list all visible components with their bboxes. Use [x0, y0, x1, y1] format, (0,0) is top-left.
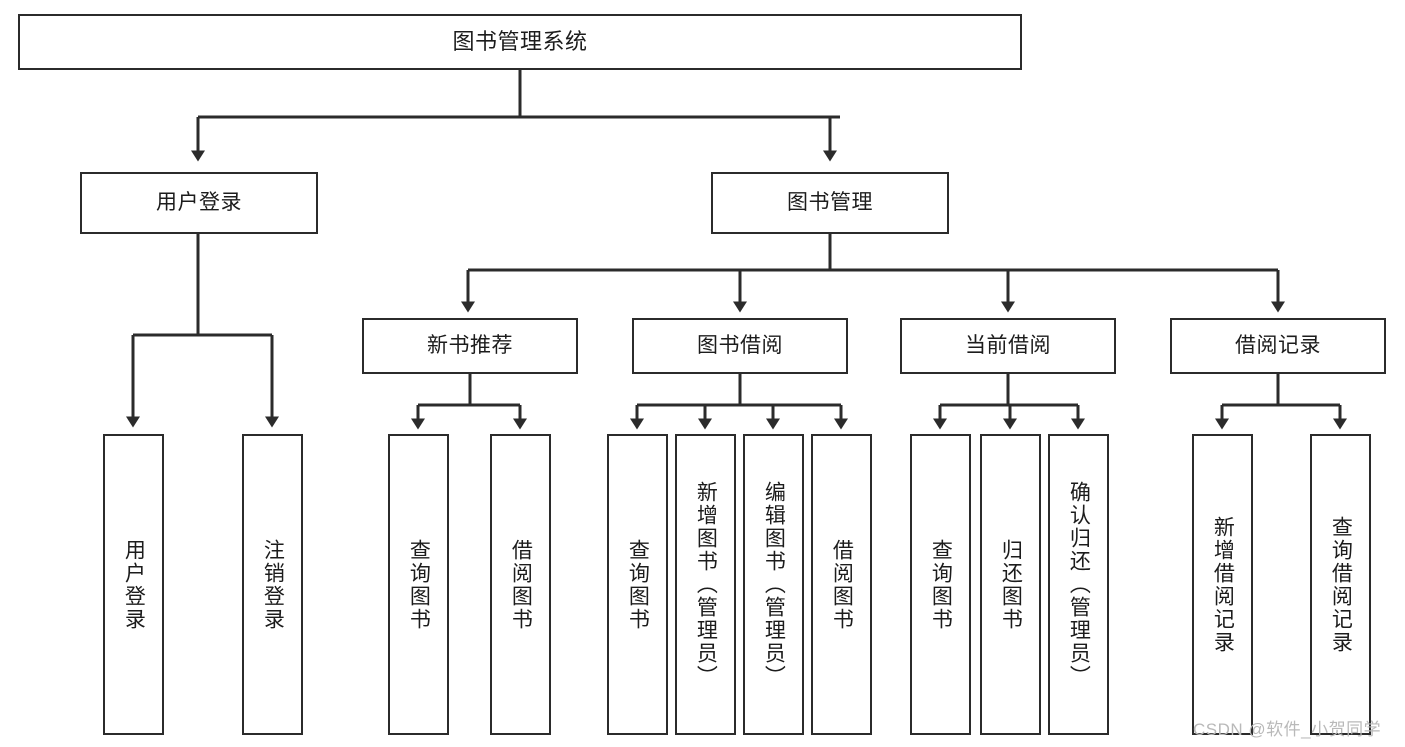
- leaf-user-login-login-label: 用户登录: [122, 538, 146, 631]
- leaf-current-borrow-return-label: 归还图书: [999, 538, 1023, 631]
- leaf-book-borrow-borrow[interactable]: 借阅图书: [811, 434, 872, 735]
- node-book-borrow-label: 图书借阅: [697, 334, 783, 358]
- node-book-management-label: 图书管理: [787, 191, 873, 215]
- leaf-new-book-query-label: 查询图书: [407, 538, 431, 631]
- node-new-book-recommend-label: 新书推荐: [427, 334, 513, 358]
- node-user-login[interactable]: 用户登录: [80, 172, 318, 234]
- node-borrow-record-label: 借阅记录: [1235, 334, 1321, 358]
- node-current-borrow[interactable]: 当前借阅: [900, 318, 1116, 374]
- leaf-current-borrow-return[interactable]: 归还图书: [980, 434, 1041, 735]
- node-book-management[interactable]: 图书管理: [711, 172, 949, 234]
- leaf-user-login-login[interactable]: 用户登录: [103, 434, 164, 735]
- node-root-system-label: 图书管理系统: [452, 28, 588, 54]
- leaf-book-borrow-add[interactable]: 新增图书（管理员）: [675, 434, 736, 735]
- leaf-user-login-logout-label: 注销登录: [261, 538, 285, 631]
- node-borrow-record[interactable]: 借阅记录: [1170, 318, 1386, 374]
- leaf-current-borrow-query[interactable]: 查询图书: [910, 434, 971, 735]
- leaf-borrow-record-query-label: 查询借阅记录: [1329, 515, 1353, 654]
- node-current-borrow-label: 当前借阅: [965, 334, 1051, 358]
- leaf-book-borrow-edit-label: 编辑图书（管理员）: [762, 481, 786, 688]
- leaf-new-book-query[interactable]: 查询图书: [388, 434, 449, 735]
- node-new-book-recommend[interactable]: 新书推荐: [362, 318, 578, 374]
- leaf-borrow-record-add-label: 新增借阅记录: [1211, 515, 1235, 654]
- leaf-book-borrow-borrow-label: 借阅图书: [830, 538, 854, 631]
- leaf-current-borrow-confirm[interactable]: 确认归还（管理员）: [1048, 434, 1109, 735]
- leaf-borrow-record-add[interactable]: 新增借阅记录: [1192, 434, 1253, 735]
- leaf-borrow-record-query[interactable]: 查询借阅记录: [1310, 434, 1371, 735]
- leaf-book-borrow-edit[interactable]: 编辑图书（管理员）: [743, 434, 804, 735]
- node-user-login-label: 用户登录: [156, 191, 242, 215]
- leaf-book-borrow-query[interactable]: 查询图书: [607, 434, 668, 735]
- leaf-new-book-borrow[interactable]: 借阅图书: [490, 434, 551, 735]
- node-book-borrow[interactable]: 图书借阅: [632, 318, 848, 374]
- leaf-new-book-borrow-label: 借阅图书: [509, 538, 533, 631]
- node-root-system[interactable]: 图书管理系统: [18, 14, 1022, 70]
- leaf-current-borrow-confirm-label: 确认归还（管理员）: [1067, 481, 1091, 688]
- leaf-user-login-logout[interactable]: 注销登录: [242, 434, 303, 735]
- leaf-book-borrow-query-label: 查询图书: [626, 538, 650, 631]
- leaf-book-borrow-add-label: 新增图书（管理员）: [694, 481, 718, 688]
- leaf-current-borrow-query-label: 查询图书: [929, 538, 953, 631]
